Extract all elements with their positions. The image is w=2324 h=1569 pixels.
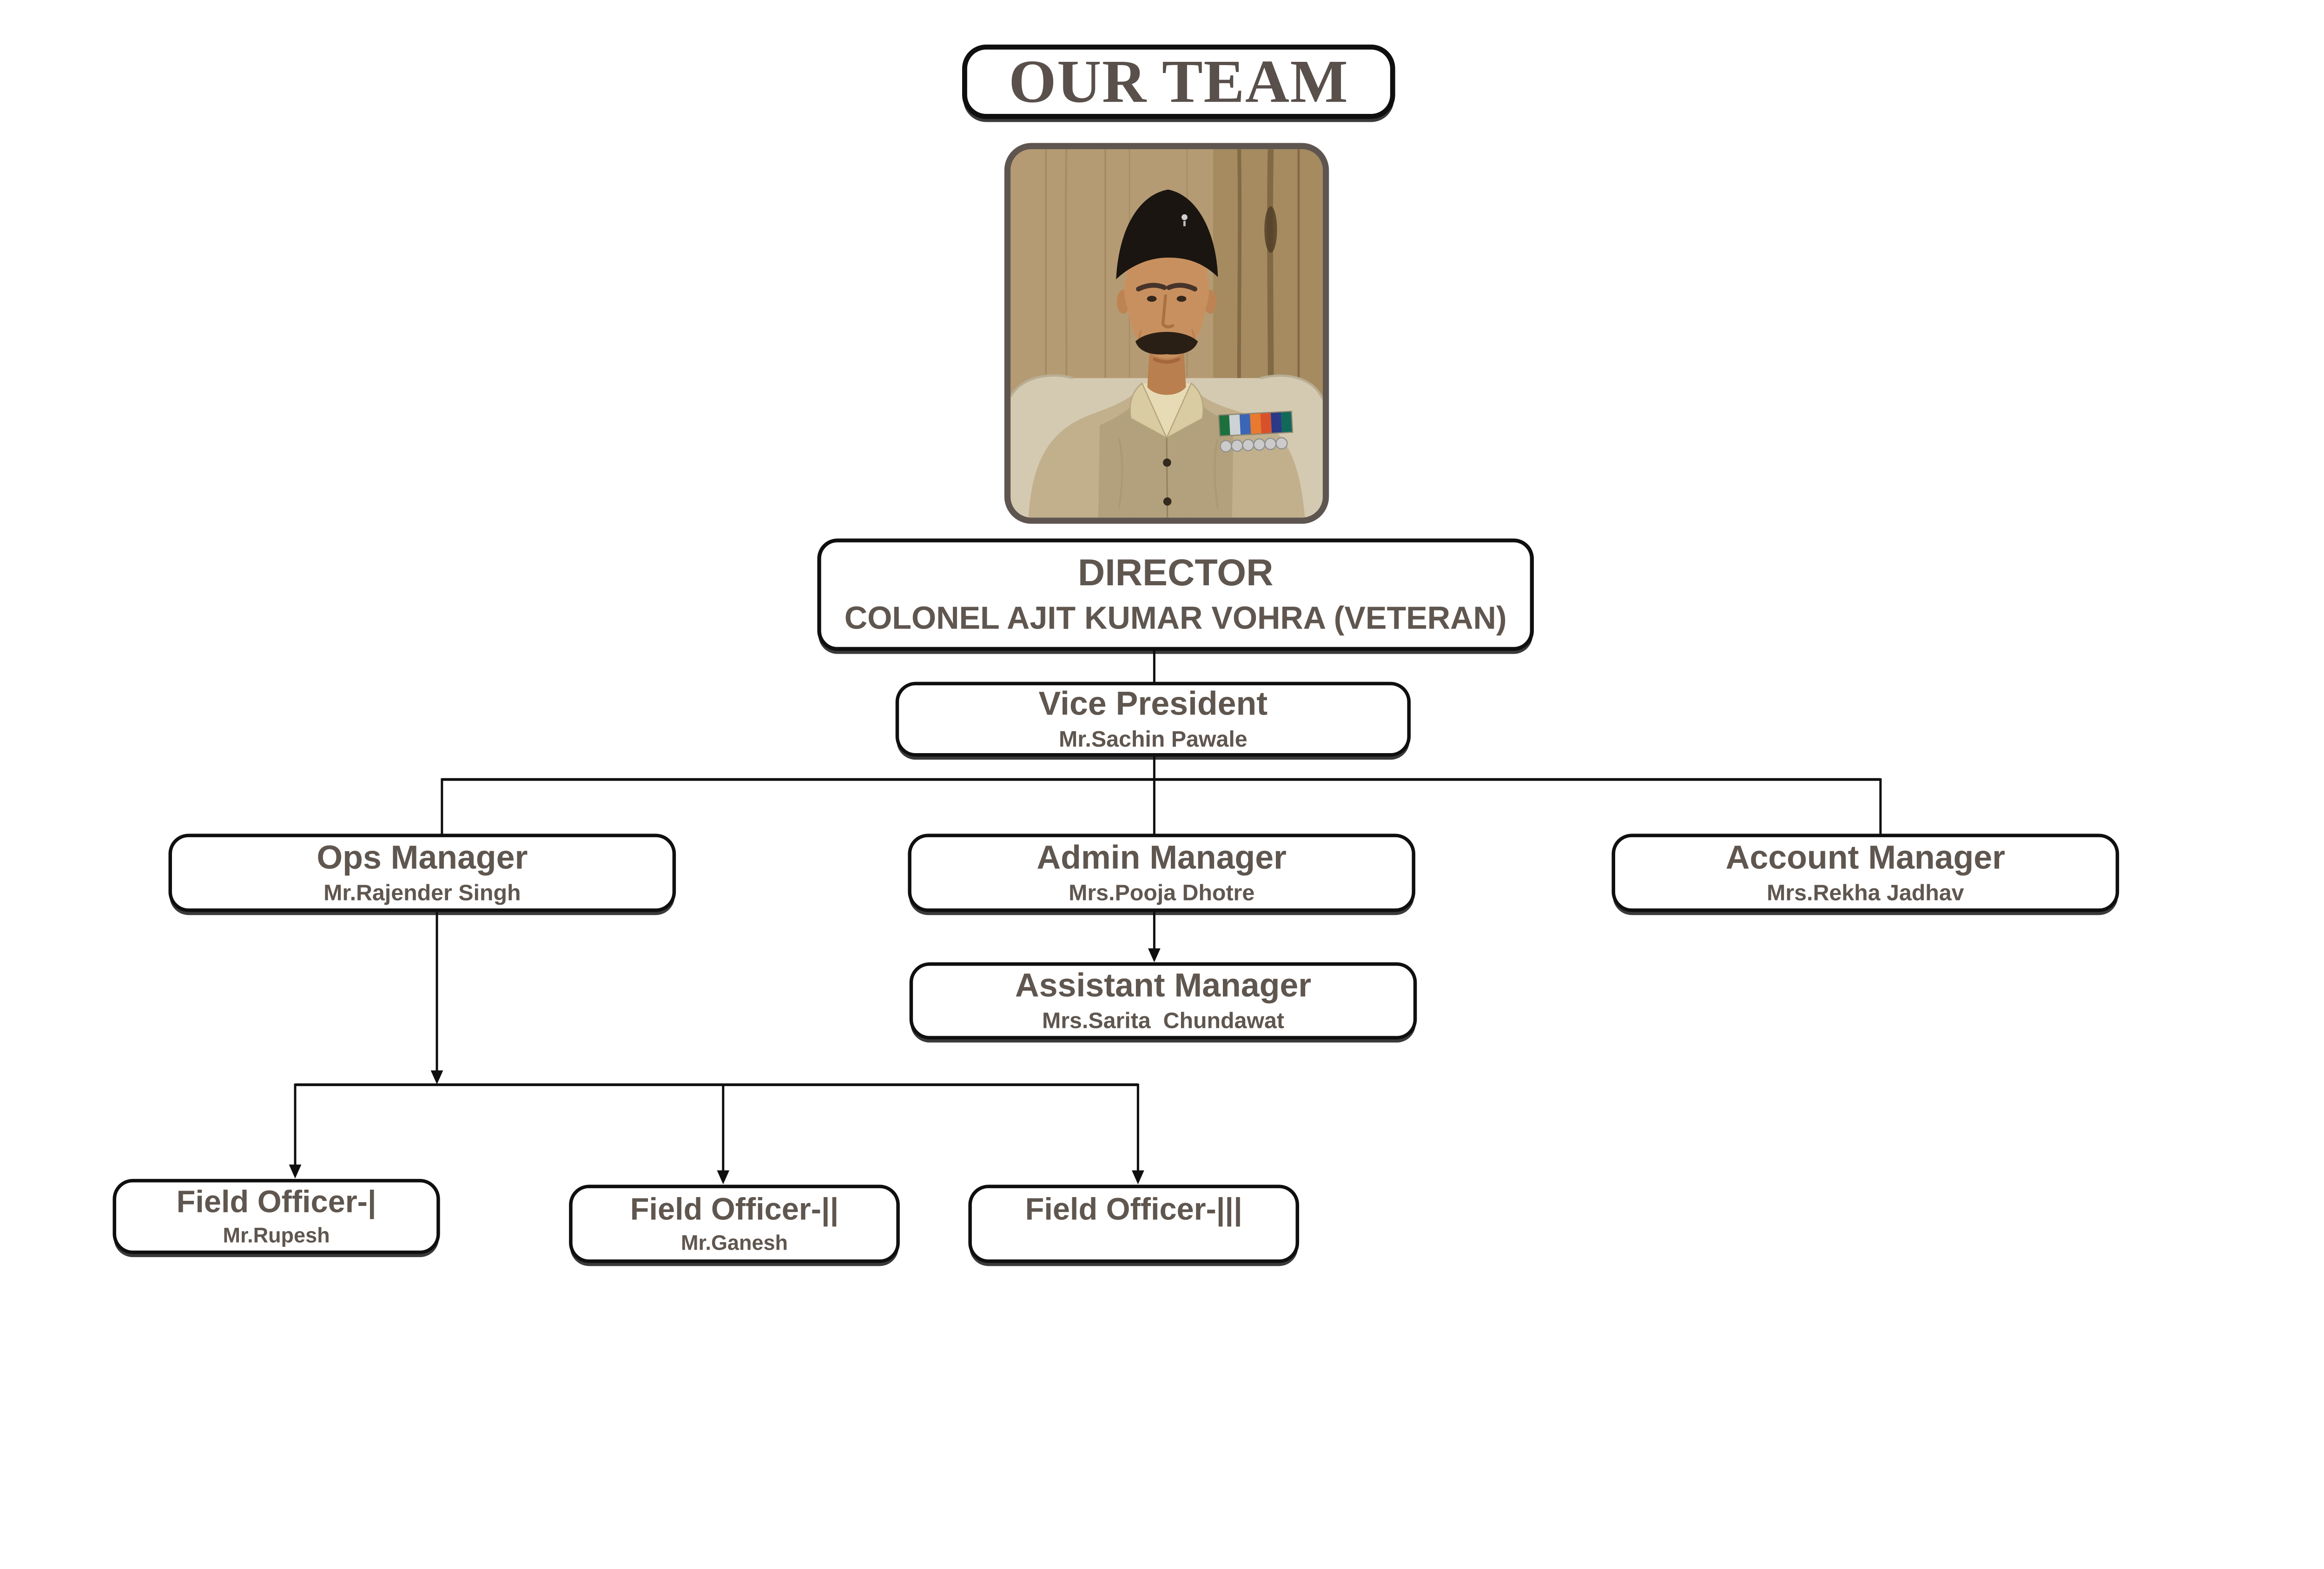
node-ops-manager-name: Mr.Rajender Singh	[324, 880, 521, 906]
node-vice-president-name: Mr.Sachin Pawale	[1059, 726, 1248, 752]
node-director-title: DIRECTOR	[1077, 551, 1274, 594]
connector-lines	[289, 649, 1882, 1185]
org-chart-canvas: OUR TEAM	[112, 44, 2119, 1263]
arrowhead-assistant	[1148, 948, 1161, 962]
node-vice-president-title: Vice President	[1038, 685, 1268, 722]
node-account-manager-title: Account Manager	[1725, 838, 2005, 876]
arrowhead-fo3	[1132, 1170, 1144, 1185]
node-account-manager-name: Mrs.Rekha Jadhav	[1767, 880, 1964, 906]
node-assistant-manager: Assistant Manager Mrs.Sarita Chundawat	[909, 962, 1417, 1039]
arrowhead-fo1	[289, 1165, 302, 1178]
node-admin-manager: Admin Manager Mrs.Pooja Dhotre	[908, 834, 1415, 912]
node-director: DIRECTOR COLONEL AJIT KUMAR VOHRA (VETER…	[817, 538, 1534, 651]
node-field-officer-3: Field Officer-|||	[968, 1185, 1299, 1263]
node-vice-president: Vice President Mr.Sachin Pawale	[895, 682, 1411, 757]
node-admin-manager-name: Mrs.Pooja Dhotre	[1069, 880, 1255, 906]
director-portrait-illustration	[1010, 149, 1323, 518]
node-director-name: COLONEL AJIT KUMAR VOHRA (VETERAN)	[844, 600, 1507, 636]
node-field-officer-1-name: Mr.Rupesh	[223, 1224, 330, 1247]
node-ops-manager: Ops Manager Mr.Rajender Singh	[168, 834, 676, 912]
node-assistant-manager-title: Assistant Manager	[1015, 967, 1312, 1004]
node-assistant-manager-name: Mrs.Sarita Chundawat	[1042, 1008, 1285, 1033]
node-field-officer-3-title: Field Officer-|||	[1025, 1192, 1242, 1226]
arrowhead-fo2	[717, 1170, 730, 1185]
arrowhead-bus2	[430, 1070, 443, 1085]
node-account-manager: Account Manager Mrs.Rekha Jadhav	[1611, 834, 2119, 912]
page-title-box: OUR TEAM	[962, 44, 1395, 119]
node-field-officer-1-title: Field Officer-|	[176, 1184, 376, 1219]
node-field-officer-1: Field Officer-| Mr.Rupesh	[112, 1178, 440, 1254]
node-field-officer-2-title: Field Officer-||	[630, 1192, 839, 1226]
node-ops-manager-title: Ops Manager	[317, 838, 528, 876]
director-photo	[1004, 143, 1329, 524]
node-field-officer-2-name: Mr.Ganesh	[680, 1231, 788, 1255]
node-admin-manager-title: Admin Manager	[1037, 838, 1287, 876]
page-title: OUR TEAM	[1009, 47, 1349, 116]
node-field-officer-2: Field Officer-|| Mr.Ganesh	[569, 1185, 900, 1263]
